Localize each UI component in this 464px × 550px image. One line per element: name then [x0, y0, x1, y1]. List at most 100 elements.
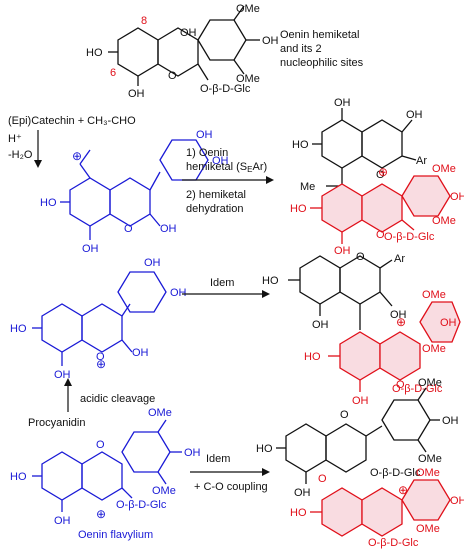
- oenin-hemiketal-structure: [108, 5, 260, 86]
- catechin-intermediate-labels: ⊕ HO OH O OH OH OH: [40, 129, 229, 255]
- flavylium-plus: ⊕: [378, 165, 388, 179]
- oh-label: OH: [132, 347, 149, 359]
- caption-line-1: Oenin hemiketal: [280, 29, 360, 41]
- acidic-cleavage-label: acidic cleavage: [80, 393, 155, 405]
- ring-oxygen-label: O: [318, 473, 327, 485]
- oenin-flavylium-structure: [32, 419, 182, 512]
- ring-oxygen-label: O: [376, 229, 385, 241]
- ho-label: HO: [304, 351, 321, 363]
- ho-label: HO: [40, 197, 57, 209]
- oh-label: OH: [450, 191, 464, 203]
- ome-label: OMe: [152, 485, 176, 497]
- oh-label: OH: [144, 257, 161, 269]
- carbocation-plus: ⊕: [72, 149, 82, 163]
- ar-label: Ar: [416, 155, 427, 167]
- caption-line-3: nucleophilic sites: [280, 57, 364, 69]
- procyanidin-unit-labels: HO OH O OH OH OH ⊕: [10, 257, 187, 381]
- ome-label: OMe: [432, 215, 456, 227]
- co-coupling-label: + C-O coupling: [194, 481, 268, 493]
- ring-oxygen-label: O: [124, 223, 133, 235]
- step2-line2: dehydration: [186, 203, 244, 215]
- ome-label: OMe: [416, 467, 440, 479]
- oh-label: OH: [440, 317, 457, 329]
- oh-label: OH: [82, 243, 99, 255]
- oh-label: OH: [170, 287, 187, 299]
- methyl-label: Me: [300, 181, 315, 193]
- ring-oxygen-label: O: [356, 251, 365, 263]
- idem-label-3: Idem: [206, 453, 230, 465]
- reaction-arrowhead-2: [262, 290, 270, 298]
- ring-oxygen-label: O: [96, 351, 105, 363]
- row1-conditions: 1) Oenin hemiketal (SEAr) 2) hemiketal d…: [186, 147, 267, 215]
- step1-line1: 1) Oenin: [186, 147, 228, 159]
- procyanidin-label: Procyanidin: [28, 417, 85, 429]
- ome-label: OMe: [236, 73, 260, 85]
- carbocation-plus: ⊕: [96, 357, 106, 371]
- step1-text: hemiketal (S: [186, 161, 247, 173]
- oh-label: OH: [184, 447, 201, 459]
- site-6-label: 6: [110, 67, 116, 79]
- flavylium-plus: ⊕: [396, 315, 406, 329]
- ho-label: HO: [256, 443, 273, 455]
- product-1-labels: OH HO OH O Ar Me ⊕ OMe OH OMe HO OH O O-…: [290, 97, 464, 257]
- ho-label: HO: [292, 139, 309, 151]
- ome-label: OMe: [418, 453, 442, 465]
- oh-label: OH: [196, 129, 213, 141]
- product-2-labels: HO OH O Ar OH ⊕ OMe OH OMe HO OH O O-β-D…: [262, 251, 457, 407]
- up-arrowhead: [64, 378, 72, 386]
- oh-label: OH: [450, 495, 464, 507]
- oh-label: OH: [128, 88, 145, 100]
- oenin-hemiketal-caption: Oenin hemiketal and its 2 nucleophilic s…: [280, 29, 364, 69]
- oh-label: OH: [212, 155, 229, 167]
- product-3-labels: OMe OH OMe HO OH O O-β-D-Glc ⊕ OMe OH OM…: [256, 377, 464, 549]
- ome-label: OMe: [416, 523, 440, 535]
- oh-label: OH: [160, 223, 177, 235]
- step1-line2: hemiketal (SEAr): [186, 161, 267, 174]
- ome-label: OMe: [236, 3, 260, 15]
- ho-label: HO: [86, 47, 103, 59]
- site-8-label: 8: [141, 15, 147, 27]
- flavylium-plus: ⊕: [398, 483, 408, 497]
- oh-label: OH: [390, 309, 407, 321]
- ar-label: Ar: [394, 253, 405, 265]
- oh-label: OH: [54, 369, 71, 381]
- step1-end: Ar): [252, 161, 267, 173]
- ring-oxygen-label: O: [96, 439, 105, 451]
- glc-label: O-β-D-Glc: [368, 537, 419, 549]
- oh-label: OH: [312, 319, 329, 331]
- oenin-flavylium-labels: OMe OH OMe HO OH O O-β-D-Glc ⊕ Oenin fla…: [10, 407, 201, 541]
- ring-oxygen-label: O: [376, 169, 385, 181]
- glc-label: O-β-D-Glc: [116, 499, 167, 511]
- idem-label-2: Idem: [210, 277, 234, 289]
- ome-label: OMe: [422, 289, 446, 301]
- ring-oxygen-label: O: [340, 409, 349, 421]
- ho-label: HO: [262, 275, 279, 287]
- reaction-arrowhead-3: [262, 468, 270, 476]
- caption-line-2: and its 2: [280, 43, 322, 55]
- procyanidin-unit-structure: [32, 271, 167, 366]
- acid-label: H⁺: [8, 133, 22, 145]
- ho-label: HO: [290, 507, 307, 519]
- ring-oxygen-label: O: [396, 379, 405, 391]
- row1-reactant-text: (Epi)Catechin + CH₃-CHO H⁺ -H₂O: [8, 115, 136, 161]
- catechin-intermediate-structure: [60, 139, 209, 240]
- oh-label: OH: [352, 395, 369, 407]
- oenin-flavylium-label: Oenin flavylium: [78, 529, 153, 541]
- glc-label: O-β-D-Glc: [200, 83, 251, 95]
- oh-label: OH: [442, 415, 459, 427]
- oh-label: OH: [262, 35, 279, 47]
- ho-label: HO: [10, 323, 27, 335]
- ome-label: OMe: [148, 407, 172, 419]
- oh-label: OH: [294, 487, 311, 499]
- step2-line1: 2) hemiketal: [186, 189, 246, 201]
- water-loss-label: -H₂O: [8, 149, 33, 161]
- ome-label: OMe: [418, 377, 442, 389]
- catechin-acetaldehyde-label: (Epi)Catechin + CH₃-CHO: [8, 115, 136, 127]
- glc-label: O-β-D-Glc: [384, 231, 435, 243]
- glc-label: O-β-D-Glc: [392, 383, 443, 395]
- ome-label: OMe: [432, 163, 456, 175]
- oenin-hemiketal-labels: OMe OH OMe HO OH O OH O-β-D-Glc 8 6: [86, 3, 279, 100]
- oh-label: OH: [54, 515, 71, 527]
- step1-sub: E: [247, 165, 252, 174]
